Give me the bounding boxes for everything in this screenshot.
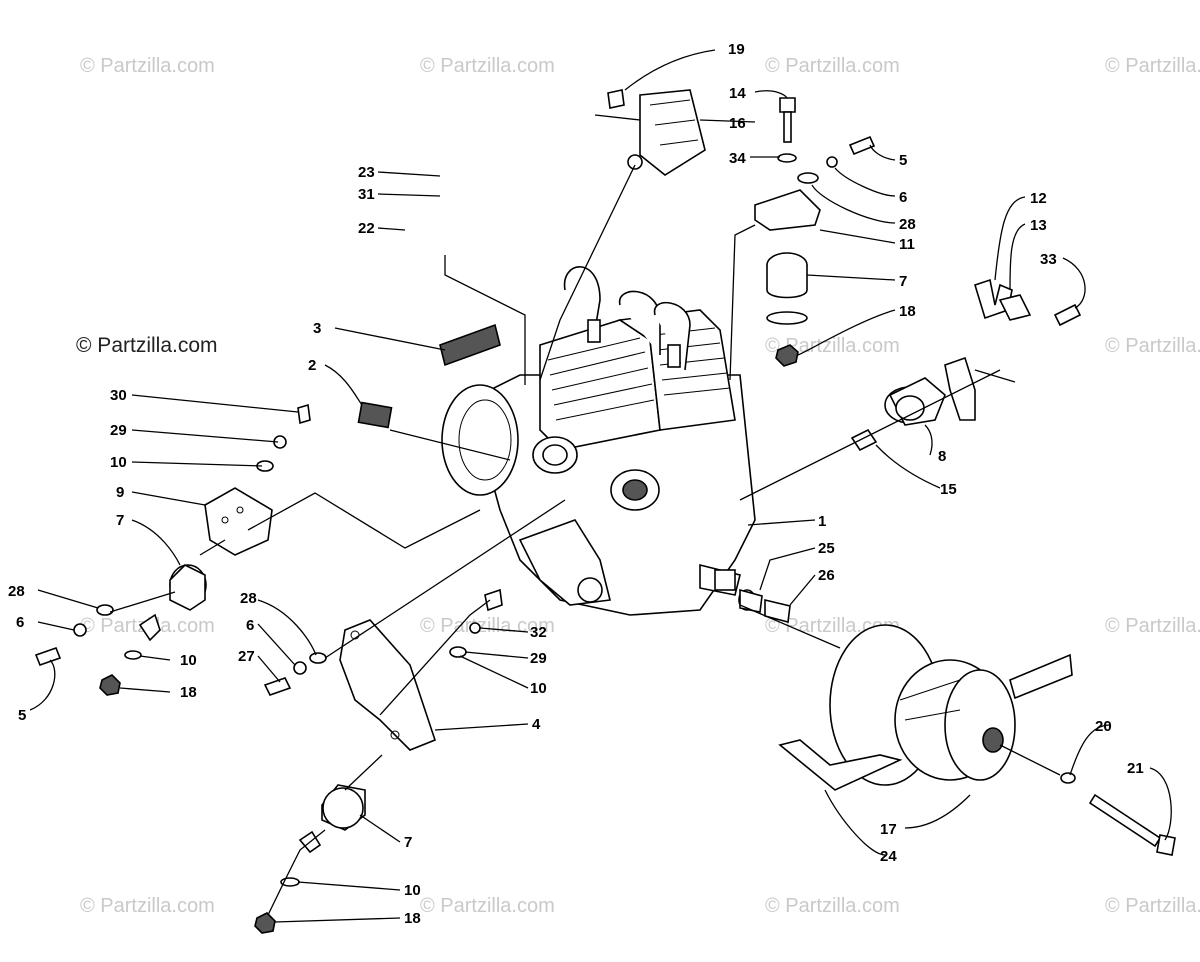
callout-17: 17: [880, 821, 897, 838]
callout-10: 10: [180, 652, 197, 669]
callout-31: 31: [358, 186, 375, 203]
callout-21: 21: [1127, 760, 1144, 777]
callout-27: 27: [238, 648, 255, 665]
callout-18: 18: [404, 910, 421, 927]
callout-3: 3: [313, 320, 321, 337]
callout-34: 34: [729, 150, 746, 167]
watermark: © Partzilla.com: [765, 55, 900, 77]
callout-15: 15: [940, 481, 957, 498]
callout-29: 29: [530, 650, 547, 667]
right-side-parts: [850, 278, 1082, 452]
callout-1: 1: [818, 513, 826, 530]
callout-29: 29: [110, 422, 127, 439]
callout-11: 11: [899, 236, 915, 253]
callout-33: 33: [1040, 251, 1057, 268]
bracket-16: [594, 89, 706, 176]
callout-12: 12: [1030, 190, 1047, 207]
callout-20: 20: [1095, 718, 1112, 735]
callout-18: 18: [899, 303, 916, 320]
watermark: © Partzilla.com: [1105, 895, 1200, 917]
watermark: © Partzilla.com: [1105, 615, 1200, 637]
callout-26: 26: [818, 567, 835, 584]
callout-19: 19: [728, 41, 745, 58]
callout-2: 2: [308, 357, 316, 374]
callout-28: 28: [8, 583, 25, 600]
callout-4: 4: [532, 716, 541, 733]
watermark: © Partzilla.com: [420, 895, 555, 917]
callout-9: 9: [116, 484, 124, 501]
callout-24: 24: [880, 848, 897, 865]
callout-7: 7: [899, 273, 907, 290]
callout-10: 10: [110, 454, 127, 471]
watermark: © Partzilla.com: [420, 55, 555, 77]
watermark: © Partzilla.com: [765, 895, 900, 917]
callout-28: 28: [899, 216, 916, 233]
decals: [357, 323, 501, 429]
callout-6: 6: [246, 617, 254, 634]
callout-22: 22: [358, 220, 375, 237]
watermark: © Partzilla.com: [1105, 335, 1200, 357]
watermark: © Partzilla.com: [765, 335, 900, 357]
callout-5: 5: [18, 707, 26, 724]
callout-13: 13: [1030, 217, 1047, 234]
callout-10: 10: [530, 680, 547, 697]
callout-16: 16: [729, 115, 746, 132]
callout-23: 23: [358, 164, 375, 181]
callout-32: 32: [530, 624, 547, 641]
front-mount: [254, 588, 503, 934]
watermark: © Partzilla.com: [1105, 55, 1200, 77]
mount-top-right: [754, 97, 876, 367]
callout-6: 6: [899, 189, 907, 206]
drive-clutch: [738, 588, 1176, 856]
callout-10: 10: [404, 882, 421, 899]
watermark: © Partzilla.com: [80, 895, 215, 917]
leader-lines: [29, 49, 1172, 923]
left-mount: [34, 403, 311, 696]
callout-25: 25: [818, 540, 835, 557]
callout-6: 6: [16, 614, 24, 631]
watermark-main: © Partzilla.com: [76, 334, 218, 357]
callout-8: 8: [938, 448, 946, 465]
callout-5: 5: [899, 152, 907, 169]
callout-30: 30: [110, 387, 127, 404]
callout-14: 14: [729, 85, 746, 102]
callout-28: 28: [240, 590, 257, 607]
callout-7: 7: [116, 512, 124, 529]
engine: [441, 266, 756, 616]
callout-18: 18: [180, 684, 197, 701]
callout-labels: 19 14 16 34 5 6 28 11 7 18 23 31 22 12 1…: [8, 41, 1144, 927]
callout-7: 7: [404, 834, 412, 851]
watermark: © Partzilla.com: [80, 55, 215, 77]
